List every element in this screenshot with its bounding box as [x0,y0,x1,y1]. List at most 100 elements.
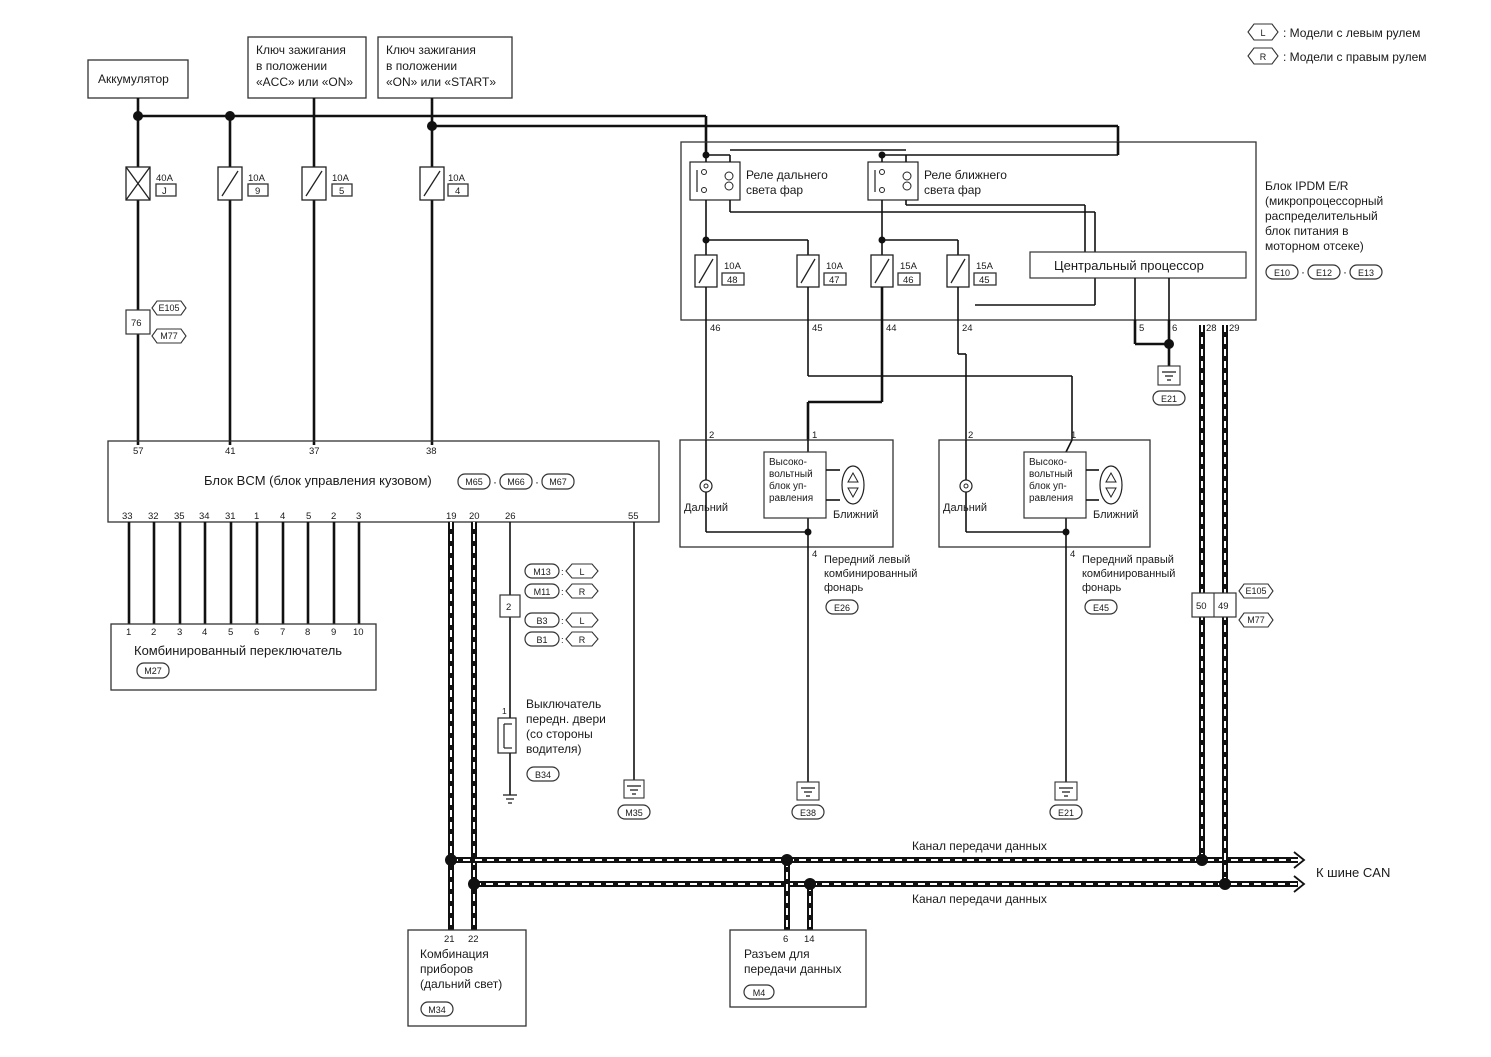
svg-text:·: · [493,475,497,489]
lamp-left-pin-4: 4 [812,549,817,560]
svg-text:вольтный: вольтный [1029,469,1073,480]
svg-text:E105: E105 [158,303,179,313]
ground-m35-icon [623,779,645,799]
svg-text:B34: B34 [535,770,551,780]
fuse-45-number: 45 [979,275,990,286]
ipdm-connector-e12: E12 [1307,264,1341,280]
svg-text::: : [561,587,564,598]
can-inline-pin-49: 49 [1218,601,1229,612]
lamp-left-box [679,439,894,548]
door-switch-connector: B34 [526,766,560,782]
lamp-right-label-1: Передний правый [1082,554,1174,566]
lamp-right-label-3: фонарь [1082,582,1121,594]
svg-text:E45: E45 [1093,603,1109,613]
svg-text:20: 20 [469,511,480,522]
fuse-4-number-box [447,183,469,197]
svg-text:55: 55 [628,511,639,522]
bcm-title: Блок BCM (блок управления кузовом) [204,473,432,488]
svg-text:вольтный: вольтный [769,469,813,480]
svg-text:B3: B3 [536,616,547,626]
connector-e105-badge: E105 [151,300,187,316]
ground-m35-connector: M35 [617,804,651,820]
ground-e21-top-connector: E21 [1152,390,1186,406]
svg-text:E12: E12 [1316,268,1332,278]
ignition-on-start-line3: «ON» или «START» [386,75,496,89]
fuse-46-rating: 15A [900,261,918,272]
door-switch-label-4: водителя) [526,742,582,756]
fuse-9-rating: 10A [248,173,266,184]
fuse-5-rating: 10A [332,173,350,184]
ignition-on-start-line1: Ключ зажигания [386,43,476,57]
can-connector-m77: M77 [1238,612,1274,628]
ipdm-pin-29: 29 [1229,323,1240,334]
svg-text:8: 8 [305,627,310,638]
lamp-right-high-label: Дальний [943,502,987,514]
svg-text:E21: E21 [1161,394,1177,404]
fuse-40a-rating: 40A [156,173,174,184]
ground-e21-bottom-connector: E21 [1049,804,1083,820]
svg-text:5: 5 [306,511,311,522]
bcm-connector-m66: M66 [499,473,533,490]
can-label-top: Канал передачи данных [912,839,1047,853]
svg-text:33: 33 [122,511,133,522]
svg-text:Высоко-: Высоко- [1029,457,1067,468]
svg-text:31: 31 [225,511,236,522]
cpu-wires [1134,278,1170,322]
svg-text:L: L [1260,28,1265,38]
svg-text:·: · [1343,265,1347,279]
svg-text:E38: E38 [800,808,816,818]
door-switch-pin: 1 [502,706,507,716]
lamp-left-ballast-box [763,451,827,519]
svg-text:E105: E105 [1245,586,1266,596]
bcm-bottom-pins: 33 32 35 34 31 1 4 5 2 3 19 20 26 55 [122,511,639,522]
relay-low-beam [867,161,919,201]
svg-text:32: 32 [148,511,159,522]
lamp-right-internal [965,439,1073,785]
ignition-acc-on-line3: «ACC» или «ON» [256,75,353,89]
bcm-pin-38: 38 [426,446,437,457]
svg-text:Высоко-: Высоко- [769,457,807,468]
svg-text:равления: равления [1029,493,1073,504]
ipdm-pin-24: 24 [962,323,973,334]
fuse-40a-j [125,166,151,201]
fuse-47-number-box [823,272,847,286]
ipdm-title-3: распределительный [1265,209,1378,223]
door-ground-icon [503,794,517,804]
svg-text:10: 10 [353,627,364,638]
svg-text:·: · [1301,265,1305,279]
svg-text:R: R [579,587,586,597]
svg-text:4: 4 [202,627,207,638]
ignition-acc-on-box [247,36,367,99]
lamp-left-high-label: Дальний [684,502,728,514]
svg-text:9: 9 [331,627,336,638]
lamp-left-high-bulb-icon [699,479,713,493]
fuse-9-number: 9 [255,186,260,197]
svg-text:M35: M35 [625,808,643,818]
fuse-48-number-box [721,272,745,286]
ipdm-pin-44: 44 [886,323,897,334]
door-inline-pin: 2 [506,602,511,613]
svg-text:3: 3 [356,511,361,522]
relay-high-label-1: Реле дальнего [746,168,828,182]
battery-label: Аккумулятор [98,72,169,86]
fuse-10a-48 [694,254,718,288]
lamp-right-low-label: Ближний [1093,509,1138,521]
door-switch-label-1: Выключатель [526,697,601,711]
dlc-label-2: передачи данных [744,962,842,976]
lamp-right-box [938,439,1151,548]
fuse-40a-number-box [155,183,177,197]
inline-connector-76-pin: 76 [131,318,142,329]
can-label-bottom: Канал передачи данных [912,892,1047,906]
combo-switch-title: Комбинированный переключатель [134,643,342,658]
meter-pin-21: 21 [444,934,455,945]
svg-text:3: 3 [177,627,182,638]
bcm-pin-37: 37 [309,446,320,457]
ground-e38-connector: E38 [791,804,825,820]
ipdm-pin-28: 28 [1206,323,1217,334]
svg-text:E21: E21 [1058,808,1074,818]
lamp-right-ballast-box [1023,451,1087,519]
lamp-left-pin-1: 1 [812,430,817,441]
lamp-feed-wires [705,287,1073,440]
lamp-left-label-1: Передний левый [824,554,910,566]
cpu-label: Центральный процессор [1054,258,1204,273]
